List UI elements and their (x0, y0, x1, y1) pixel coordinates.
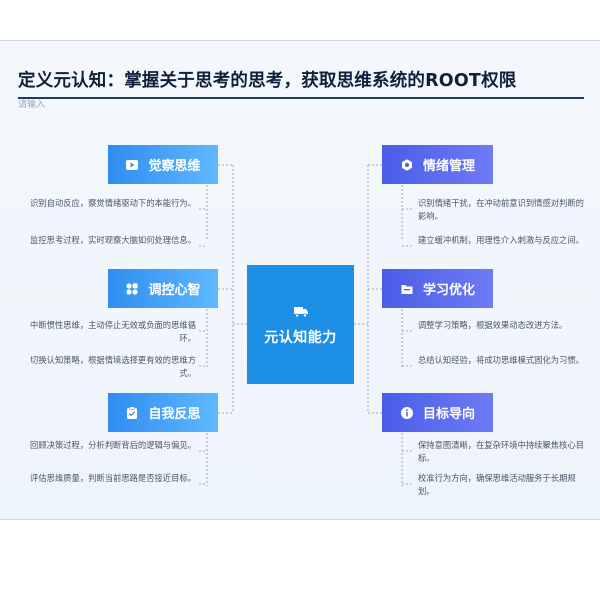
desc-regulate-2: 切换认知策略，根据情境选择更有效的思维方式。 (30, 355, 196, 378)
page-title: 定义元认知：掌握关于思考的思考，获取思维系统的ROOT权限 (18, 71, 517, 91)
node-goal-label: 目标导向 (422, 407, 475, 422)
node-reflect[interactable]: 自我反思 (108, 393, 218, 432)
title-underline (18, 97, 584, 99)
node-regulate[interactable]: 调控心智 (108, 269, 218, 308)
truck-icon (293, 306, 308, 317)
clipboard-icon (127, 406, 138, 419)
gear-icon (401, 158, 412, 171)
node-awareness-label: 觉察思维 (148, 159, 201, 174)
node-goal[interactable]: 目标导向 (382, 393, 493, 432)
desc-reflect-2: 评估思维质量，判断当前思路是否接近目标。 (30, 473, 196, 483)
desc-goal-2: 校准行为方向，确保思维活动服务于长期规划。 (418, 473, 576, 496)
node-awareness[interactable]: 觉察思维 (108, 145, 218, 184)
grid-icon (126, 282, 139, 295)
desc-learning-1: 调整学习策略，根据效果动态改进方法。 (418, 320, 568, 330)
node-learning-label: 学习优化 (422, 283, 475, 298)
mindmap-canvas: 定义元认知：掌握关于思考的思考，获取思维系统的ROOT权限 请输入 (0, 40, 600, 520)
desc-awareness-1: 识别自动反应，察觉情绪驱动下的本能行为。 (30, 198, 196, 208)
eye-icon (126, 159, 139, 170)
node-learning[interactable]: 学习优化 (382, 269, 493, 308)
center-label: 元认知能力 (264, 329, 337, 346)
center-node[interactable]: 元认知能力 (247, 265, 354, 384)
node-emotion-label: 情绪管理 (422, 159, 475, 174)
node-emotion[interactable]: 情绪管理 (382, 145, 493, 184)
desc-emotion-1: 识别情绪干扰，在冲动前意识到情感对判断的影响。 (418, 198, 584, 221)
folder-icon (401, 284, 413, 294)
desc-learning-2: 总结认知经验，将成功思维模式固化为习惯。 (418, 355, 584, 365)
desc-goal-1: 保持意图清晰，在复杂环境中持续聚焦核心目标。 (418, 440, 584, 463)
desc-regulate-1: 中断惯性思维，主动停止无效或负面的思维循环。 (30, 320, 196, 343)
info-icon (400, 406, 413, 419)
search-input[interactable]: 请输入 (18, 100, 46, 110)
desc-awareness-2: 监控思考过程，实时观察大脑如何处理信息。 (30, 235, 196, 245)
desc-emotion-2: 建立缓冲机制，用理性介入刺激与反应之间。 (418, 235, 584, 245)
node-reflect-label: 自我反思 (148, 407, 201, 422)
node-regulate-label: 调控心智 (148, 283, 201, 298)
desc-reflect-1: 回顾决策过程，分析判断背后的逻辑与偏见。 (30, 440, 196, 450)
